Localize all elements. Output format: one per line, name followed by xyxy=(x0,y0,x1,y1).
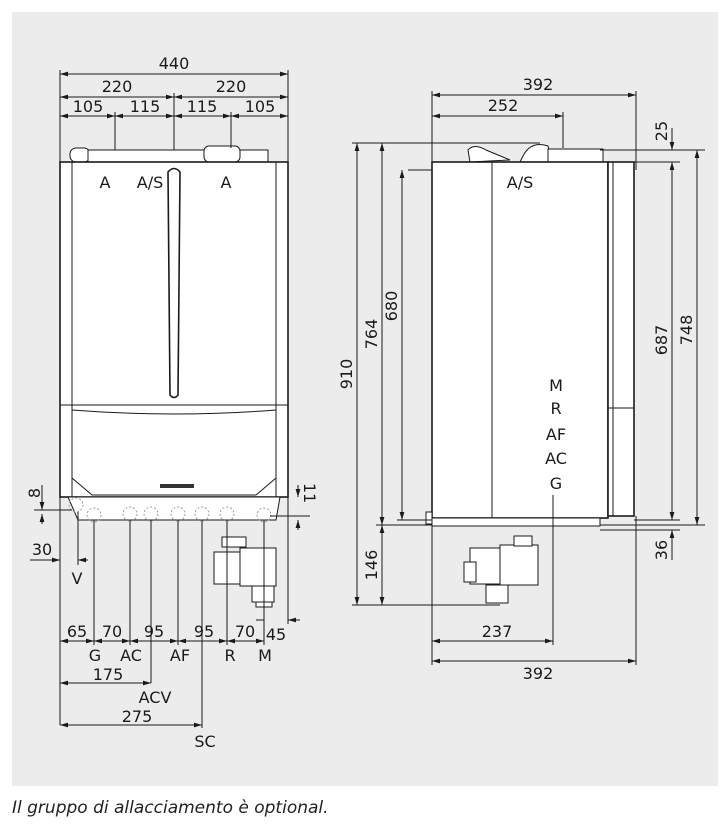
dim-175: 175 xyxy=(93,665,124,684)
front-handle xyxy=(167,167,181,399)
connection-kit xyxy=(213,536,277,608)
label-v: V xyxy=(72,569,83,588)
dim-252: 252 xyxy=(488,96,519,115)
dim-910: 910 xyxy=(337,359,356,390)
side-front-panel xyxy=(607,161,635,517)
dim-392-top: 392 xyxy=(523,75,554,94)
label-a-s-side: A/S xyxy=(507,173,534,192)
caption: Il gruppo di allacciamento è optional. xyxy=(12,798,329,818)
top-connections xyxy=(87,149,269,163)
dim-95-left: 95 xyxy=(144,622,164,641)
label-m: M xyxy=(258,646,272,665)
label-af: AF xyxy=(170,646,190,665)
dim-392-bottom: 392 xyxy=(523,664,554,683)
flue-fitting-left xyxy=(69,147,91,163)
dim-36: 36 xyxy=(652,540,671,560)
dim-687: 687 xyxy=(652,325,671,356)
label-g-side: G xyxy=(550,474,562,493)
front-side-dimensions xyxy=(30,485,310,725)
side-top-dimensions xyxy=(431,91,637,170)
dim-764: 764 xyxy=(362,319,381,350)
flue-fitting-right xyxy=(203,145,241,163)
brand-logo xyxy=(160,484,194,488)
dim-105-right: 105 xyxy=(245,97,276,116)
dim-115-right: 115 xyxy=(187,97,218,116)
front-top-dimensions xyxy=(59,70,289,162)
flue-elbow xyxy=(519,144,553,163)
dim-220-right: 220 xyxy=(216,77,247,96)
label-sc: SC xyxy=(194,732,215,751)
dim-8: 8 xyxy=(25,488,44,498)
label-g: G xyxy=(89,646,101,665)
label-a-right: A xyxy=(221,173,232,192)
dim-748: 748 xyxy=(677,315,696,346)
dim-95-right: 95 xyxy=(194,622,214,641)
label-acv: ACV xyxy=(139,688,172,707)
flue-pipe-left xyxy=(467,146,511,163)
dim-105-left: 105 xyxy=(73,97,104,116)
side-right-dimensions xyxy=(600,128,705,560)
dim-146: 146 xyxy=(362,550,381,581)
front-view: 440 220 220 105 115 115 105 A A/S A 8 11 xyxy=(25,54,319,751)
dim-440: 440 xyxy=(159,54,190,73)
dim-45: 45 xyxy=(266,625,286,644)
dim-220-left: 220 xyxy=(102,77,133,96)
dim-70-left: 70 xyxy=(102,622,122,641)
label-af-side: AF xyxy=(546,425,566,444)
label-ac: AC xyxy=(120,646,142,665)
label-a-s: A/S xyxy=(137,173,164,192)
side-bottom-tray xyxy=(431,517,601,527)
dim-30: 30 xyxy=(32,540,52,559)
label-r-side: R xyxy=(550,399,561,418)
dim-275: 275 xyxy=(122,707,153,726)
label-ac-side: AC xyxy=(545,449,567,468)
lower-panel xyxy=(71,409,277,496)
label-a-left: A xyxy=(100,173,111,192)
boiler-side-body xyxy=(431,161,609,519)
side-connection-kit xyxy=(463,535,539,604)
side-left-dimensions xyxy=(352,142,540,606)
dim-11: 11 xyxy=(300,483,319,503)
dim-115-left: 115 xyxy=(130,97,161,116)
label-r: R xyxy=(224,646,235,665)
side-view: 392 252 A/S 910 764 680 146 xyxy=(337,75,705,683)
label-m-side: M xyxy=(549,376,563,395)
side-bottom-dimensions xyxy=(431,495,637,665)
dim-65: 65 xyxy=(67,622,87,641)
dim-237: 237 xyxy=(482,622,513,641)
dim-70-right: 70 xyxy=(235,622,255,641)
dim-25: 25 xyxy=(652,121,671,141)
dim-680: 680 xyxy=(382,291,401,322)
flue-top xyxy=(547,148,604,163)
front-bottom-dimensions xyxy=(60,520,264,728)
